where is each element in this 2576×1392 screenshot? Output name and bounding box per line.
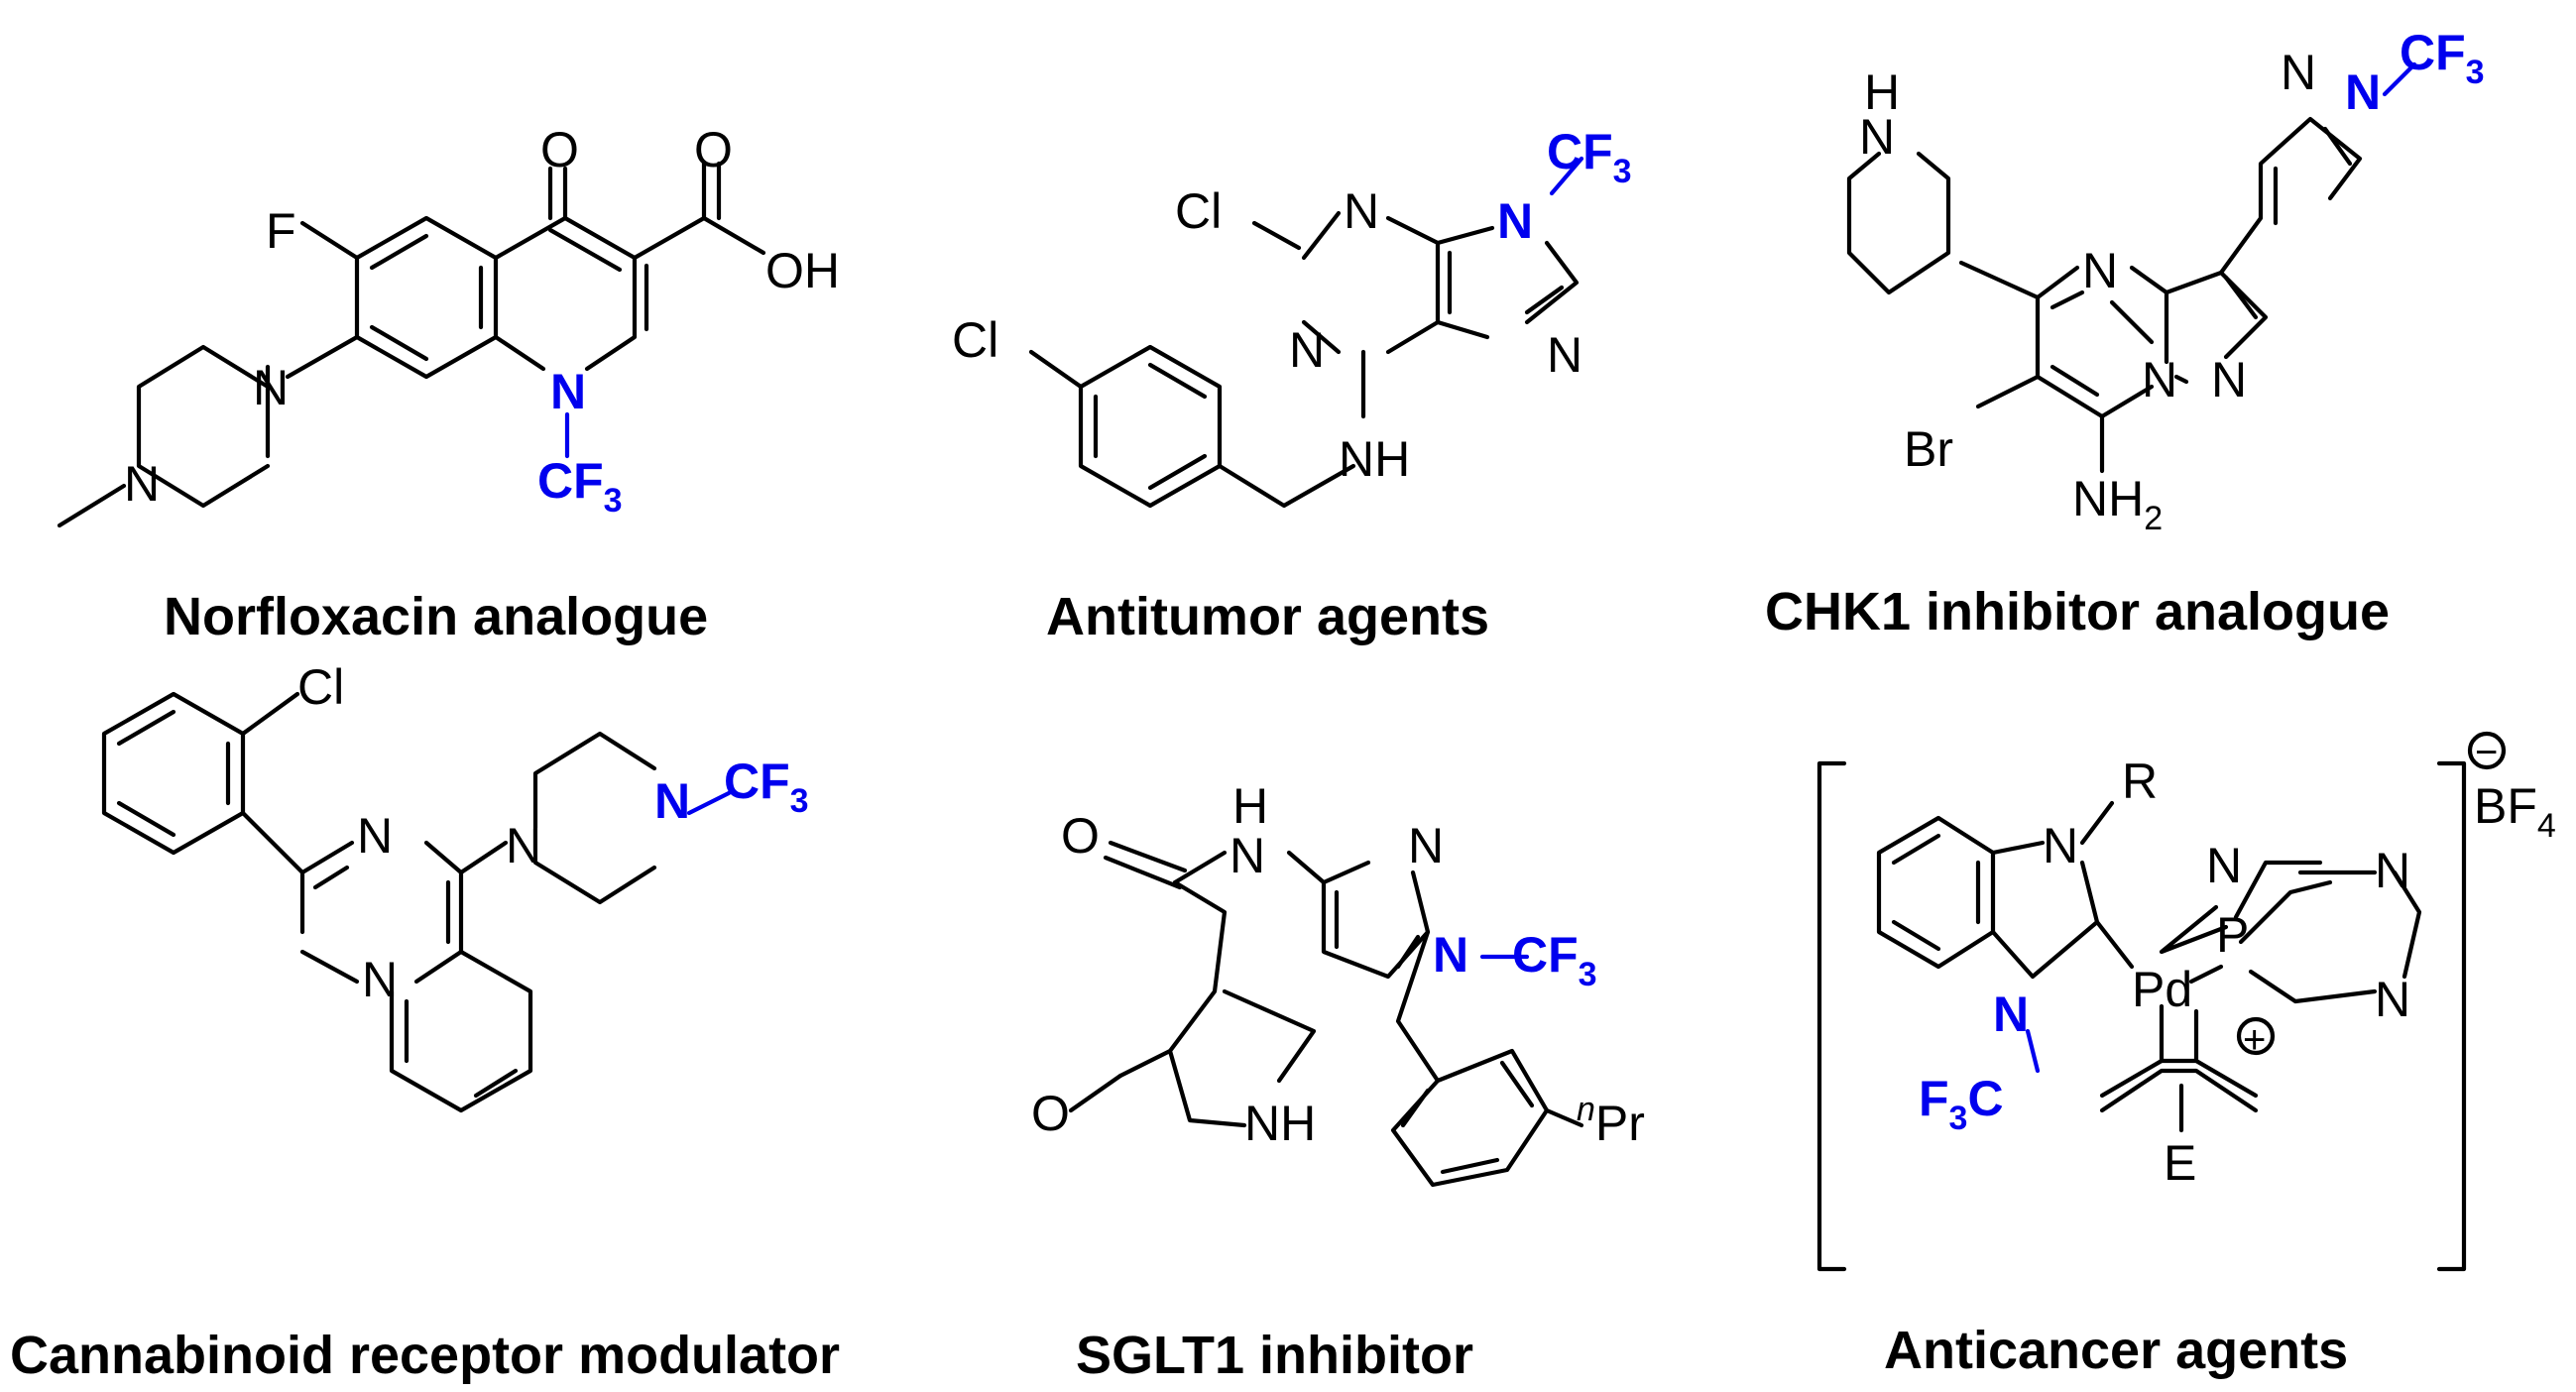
amide-nh-h-label: H — [1232, 778, 1268, 834]
pyrazole-n1-label: N — [2281, 45, 2316, 100]
pta-n1-label: N — [2206, 838, 2242, 893]
quinolone-n-label: N — [550, 364, 586, 419]
piperazine-n-label: N — [506, 818, 541, 873]
structure-antitumor-agent: Cl N N N N CF3 NH Cl — [952, 124, 1632, 509]
r-group-label: R — [2122, 754, 2158, 809]
pyrimidine-n-label: N — [2082, 243, 2118, 298]
structure-sglt1-inhibitor: O N H N N CF3 O NH nPr — [1031, 778, 1645, 1188]
quinazoline-n3-label: N — [357, 808, 393, 864]
piperidine-h-label: H — [1864, 64, 1900, 120]
caption-norfloxacin: Norfloxacin analogue — [164, 587, 708, 646]
lactam-o-label: O — [1031, 1086, 1070, 1141]
imidazolylidene-n3-label: N — [1993, 986, 2029, 1042]
tetrafluoroborate-label: BF4 — [2474, 778, 2556, 845]
structure-chk1-inhibitor: N H N N N Br NH2 N N CF3 — [1846, 25, 2485, 537]
purine-n7-label: N — [1547, 327, 1582, 383]
chloro-label-aryl: Cl — [297, 659, 344, 715]
structure-norfloxacin-analogue: O O OH F N N N CF3 — [57, 122, 840, 528]
cf3-label: CF3 — [537, 453, 623, 520]
lactam-nh-label: NH — [1244, 1096, 1316, 1151]
piperazine-n-cf3-label: N — [654, 773, 690, 829]
cf3-label-cannabinoid: CF3 — [724, 754, 809, 820]
imidazolylidene-n1-label: N — [2043, 818, 2078, 873]
positive-charge-icon — [2236, 1016, 2276, 1056]
cf3-label-purine: CF3 — [1547, 124, 1632, 190]
cf3-label-sglt: CF3 — [1512, 927, 1597, 993]
structure-anticancer-complex: R N N F3C Pd P N N N + E − BF4 — [1816, 731, 2556, 1272]
caption-antitumor: Antitumor agents — [1046, 587, 1489, 646]
pd-label: Pd — [2132, 962, 2192, 1017]
amide-nh-n-label: N — [1229, 828, 1265, 883]
quinazoline-n1-label: N — [362, 952, 398, 1007]
purine-n3-label: N — [1289, 322, 1325, 378]
propyl-label: nPr — [1577, 1091, 1645, 1151]
pta-n2-label: N — [2375, 843, 2410, 898]
oxo-label: O — [540, 122, 579, 177]
bridge-n-label: N — [2142, 352, 2177, 407]
structure-cannabinoid-modulator: Cl N N N N CF3 — [101, 659, 809, 1113]
piperazine-n1-label: N — [253, 360, 289, 415]
caption-chk1: CHK1 inhibitor analogue — [1765, 582, 2390, 641]
piperazine-n4-label: N — [124, 456, 160, 512]
caption-sglt1: SGLT1 inhibitor — [1076, 1326, 1473, 1385]
purine-n1-label: N — [1344, 183, 1379, 239]
negative-charge-label: − — [2475, 731, 2498, 774]
purine-n9-label: N — [1497, 193, 1533, 249]
pyrazole-n-label: N — [2211, 352, 2247, 407]
allyl-e-label: E — [2164, 1135, 2196, 1191]
chloro-label-phenyl: Cl — [952, 312, 998, 368]
hydroxyl-label: OH — [765, 243, 840, 298]
phosphorus-label: P — [2216, 907, 2249, 963]
caption-anticancer: Anticancer agents — [1884, 1321, 2348, 1380]
amine-nh-label: NH — [1339, 431, 1410, 487]
pyrazole-n1-label-sglt: N — [1433, 927, 1468, 983]
amino-label: NH2 — [2072, 471, 2163, 537]
caption-cannabinoid: Cannabinoid receptor modulator — [10, 1326, 840, 1385]
pta-n3-label: N — [2375, 972, 2410, 1027]
f3c-label: F3C — [1919, 1071, 2004, 1137]
pyrazole-n2-label-sglt: N — [1408, 818, 1444, 873]
negative-charge-icon — [2467, 731, 2507, 770]
chloro-label-purine: Cl — [1175, 183, 1222, 239]
piperidine-n-label: N — [1859, 109, 1895, 165]
positive-charge-label: + — [2243, 1018, 2266, 1062]
bromo-label: Br — [1904, 421, 1953, 477]
carbonyl-o-label: O — [694, 122, 733, 177]
cf3-label-chk1: CF3 — [2400, 25, 2485, 91]
fluoro-label: F — [266, 203, 296, 259]
pyrazole-n2-label: N — [2345, 64, 2381, 120]
amide-o-label: O — [1061, 808, 1100, 864]
